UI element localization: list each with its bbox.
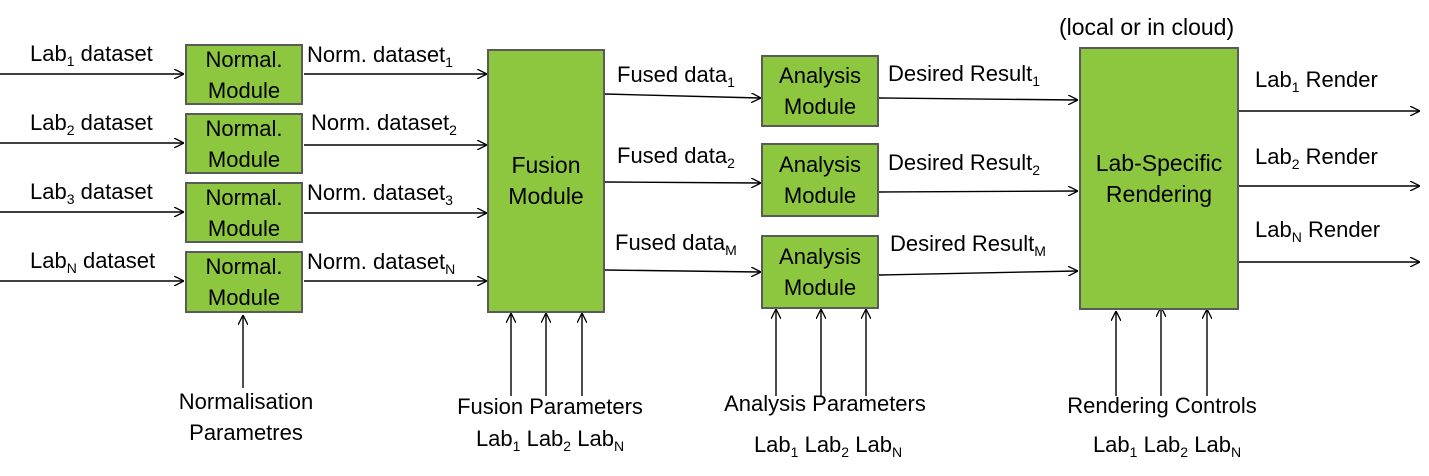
result-arrow-3 [878, 271, 1077, 275]
analysis-module-1: Analysis Module [761, 55, 879, 127]
result-arrow-2 [878, 191, 1077, 192]
analysis-module-3-label: Analysis Module [779, 244, 861, 300]
render-label-3: LabN Render [1255, 217, 1381, 245]
rendering-controls-title: Rendering Controls [1067, 393, 1257, 418]
analysis-module-1-label: Analysis Module [779, 63, 861, 119]
fused-label-3: Fused dataM [615, 230, 737, 258]
normal-module-2-label: Normal. Module [205, 115, 283, 172]
fused-arrow-1 [604, 94, 760, 98]
rendering-module-label: Lab-Specific Rendering [1095, 149, 1223, 207]
result-label-1: Desired Result1 [888, 61, 1041, 89]
rendering-module: Lab-Specific Rendering [1079, 47, 1239, 310]
norm-output-label-3: Norm. dataset3 [307, 180, 453, 208]
normal-module-2: Normal. Module [185, 113, 303, 174]
normal-module-4: Normal. Module [185, 251, 303, 313]
fusion-params-labs: Lab1 Lab2 LabN [475, 426, 625, 454]
fusion-params-title: Fusion Parameters [457, 394, 643, 419]
cloud-note: (local or in cloud) [1059, 14, 1235, 40]
input-label-4: LabN dataset [30, 248, 156, 276]
render-label-2: Lab2 Render [1255, 144, 1378, 172]
result-arrow-1 [878, 98, 1077, 100]
analysis-module-2-label: Analysis Module [779, 152, 861, 208]
normal-module-1-label: Normal. Module [205, 46, 283, 103]
normal-module-3-label: Normal. Module [205, 184, 283, 241]
fusion-module-label: Fusion Module [508, 152, 584, 209]
normal-module-3: Normal. Module [185, 182, 303, 243]
result-label-2: Desired Result2 [888, 150, 1041, 178]
fusion-module: Fusion Module [487, 49, 605, 313]
analysis-params-labs: Lab1 Lab2 LabN [753, 432, 903, 460]
norm-output-label-1: Norm. dataset1 [307, 42, 453, 70]
analysis-module-2: Analysis Module [761, 143, 879, 217]
normal-module-4-label: Normal. Module [205, 254, 283, 310]
normalisation-params-line2: Parametres [189, 420, 303, 445]
normalisation-params-label: Normalisation Parametres [146, 386, 346, 448]
fused-label-2: Fused data2 [617, 143, 735, 171]
input-label-1: Lab1 dataset [30, 41, 153, 69]
normal-module-1: Normal. Module [185, 44, 303, 105]
normalisation-params-line1: Normalisation [178, 389, 314, 414]
input-label-2: Lab2 dataset [30, 110, 153, 138]
norm-output-label-4: Norm. datasetN [307, 249, 456, 277]
analysis-module-3: Analysis Module [761, 235, 879, 309]
input-label-3: Lab3 dataset [30, 179, 153, 207]
rendering-controls-labs: Lab1 Lab2 LabN [1092, 432, 1242, 460]
fused-arrow-3 [604, 270, 760, 272]
result-label-3: Desired ResultM [890, 231, 1046, 259]
norm-output-label-2: Norm. dataset2 [311, 110, 457, 138]
analysis-params-title: Analysis Parameters [724, 391, 926, 416]
fused-arrow-2 [604, 182, 760, 183]
render-label-1: Lab1 Render [1255, 67, 1378, 95]
fused-label-1: Fused data1 [617, 62, 735, 90]
